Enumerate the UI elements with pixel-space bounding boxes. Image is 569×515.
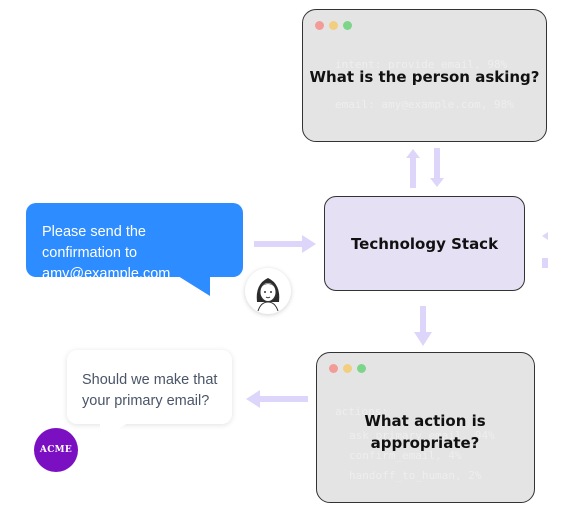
action-question: What action is appropriate? bbox=[364, 412, 486, 452]
user-message-bubble: Please send the confirmation to amy@exam… bbox=[26, 203, 243, 282]
avatar bbox=[245, 268, 291, 314]
user-message-text: Please send the confirmation to amy@exam… bbox=[42, 224, 171, 282]
intent-question: What is the person asking? bbox=[309, 68, 540, 86]
technology-stack-box: Technology Stack bbox=[324, 196, 525, 291]
action-panel: actions: ask_primary_email, 94% confirm_… bbox=[316, 352, 535, 503]
action-code-line-3: confirm_email, 4% bbox=[349, 449, 462, 462]
woman-avatar-icon bbox=[256, 278, 280, 312]
intent-code-line-1: intent: provide_email, 98% bbox=[335, 58, 508, 71]
action-code-line-1: actions: bbox=[335, 405, 388, 418]
window-dots bbox=[315, 21, 352, 30]
action-code-line-2: ask_primary_email, 94% bbox=[349, 429, 495, 442]
acme-logo-text: ACME bbox=[39, 445, 73, 455]
action-code-line-4: handoff_to_human, 2% bbox=[349, 469, 482, 482]
right-arrow-icon bbox=[254, 235, 316, 253]
acme-logo: ACME bbox=[34, 428, 78, 472]
window-dots bbox=[329, 364, 366, 373]
intent-code-line-2: email: amy@example.com, 98% bbox=[335, 98, 514, 111]
bot-message-text: Should we make that your primary email? bbox=[82, 372, 218, 409]
bot-bubble-tail bbox=[100, 423, 128, 440]
user-bubble-tail bbox=[178, 276, 210, 296]
down-arrow-icon bbox=[414, 306, 432, 346]
technology-stack-label: Technology Stack bbox=[350, 235, 499, 253]
bot-message-bubble: Should we make that your primary email? bbox=[67, 350, 232, 424]
bidirectional-arrow-icon bbox=[406, 148, 444, 188]
partial-arrow-icon bbox=[542, 232, 548, 268]
left-arrow-icon bbox=[246, 390, 308, 408]
intent-panel: intent: provide_email, 98% email: amy@ex… bbox=[302, 9, 547, 142]
